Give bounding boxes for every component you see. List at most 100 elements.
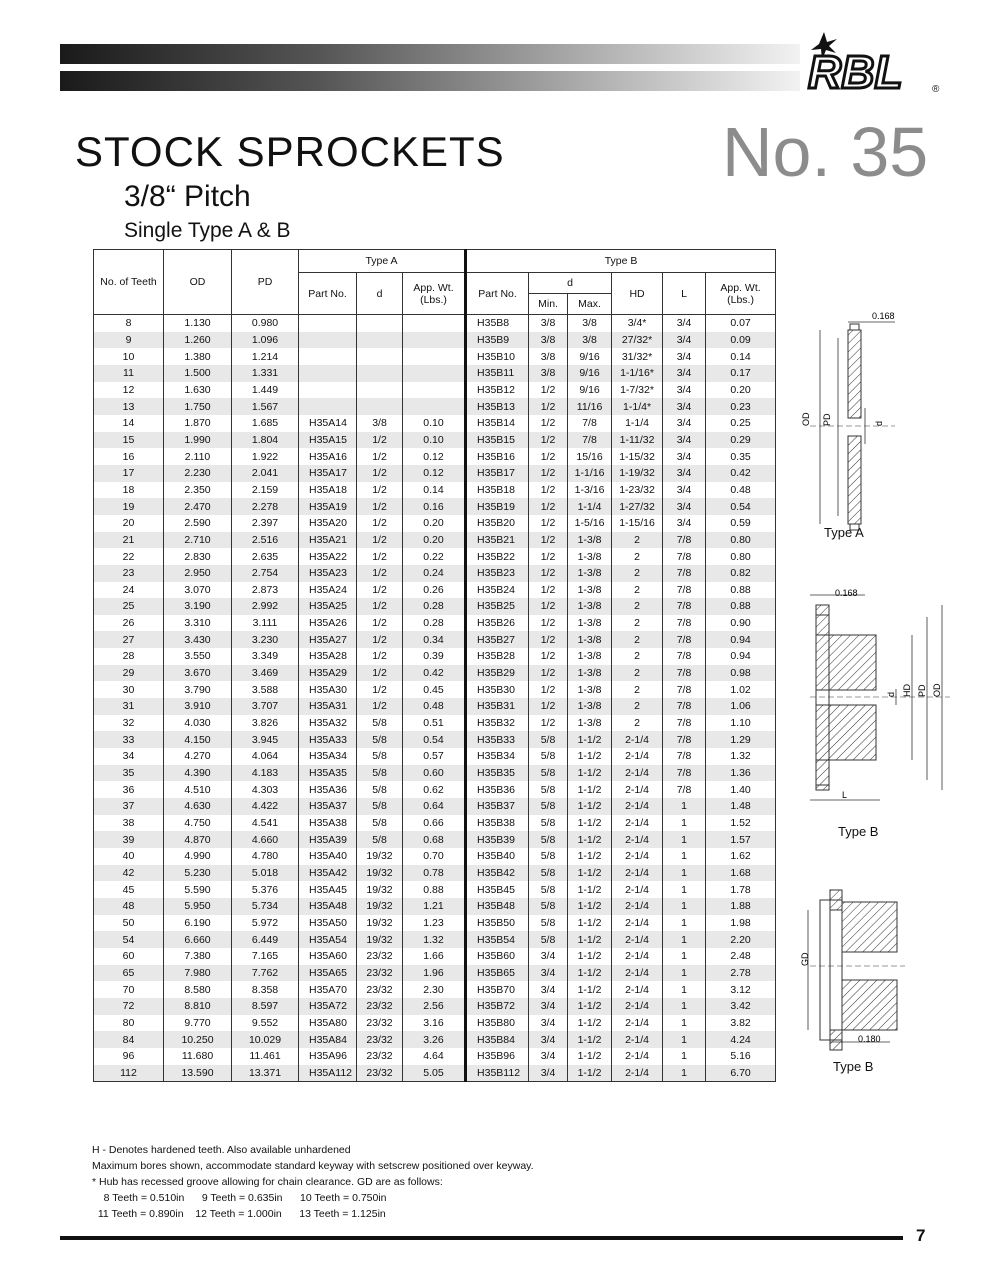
table-cell: 1-1/2 (567, 964, 613, 982)
table-cell: H35B40 (464, 848, 530, 865)
table-cell: 70 (93, 981, 164, 998)
svg-text:d: d (886, 692, 896, 697)
table-cell: 3/4 (662, 414, 707, 432)
table-cell: H35B65 (464, 964, 530, 982)
table-cell: 5/8 (528, 781, 569, 799)
table-cell: H35A34 (298, 748, 357, 765)
table-cell: 33 (93, 731, 164, 749)
table-cell: 7/8 (662, 614, 707, 632)
col-b-d: d (528, 272, 613, 294)
table-cell: 1-1/4 (611, 414, 664, 432)
table-cell: H35A42 (298, 864, 357, 882)
table-cell: 7/8 (662, 698, 707, 715)
table-cell: 10 (93, 348, 164, 365)
table-cell: 1/2 (356, 681, 403, 699)
table-cell: 4.64 (401, 1047, 467, 1065)
table-cell (298, 398, 357, 415)
table-cell: H35B18 (464, 481, 530, 499)
table-cell: 0.88 (705, 581, 777, 599)
table-cell: 1-27/32 (611, 498, 664, 515)
table-cell: 3.550 (163, 648, 232, 665)
table-cell: H35B42 (464, 864, 530, 882)
table-cell: 1-1/2 (567, 1014, 613, 1032)
col-b-min: Min. (528, 293, 569, 315)
type-b-diagram: 0.168 L d HD PD OD (810, 588, 950, 801)
table-cell: 5/8 (528, 731, 569, 749)
table-cell: 23/32 (356, 1047, 403, 1065)
table-cell: 1-15/32 (611, 448, 664, 465)
table-cell: 2-1/4 (611, 997, 664, 1015)
table-cell: 2.873 (231, 581, 299, 599)
svg-text:GD: GD (800, 952, 810, 966)
table-cell: H35B20 (464, 514, 530, 532)
table-cell: 1-1/2 (567, 981, 613, 998)
table-cell: 0.68 (401, 831, 467, 848)
table-cell: 1.21 (401, 897, 467, 915)
table-cell: 1 (662, 848, 707, 865)
table-cell: 1-1/16 (567, 464, 613, 482)
table-cell: 23/32 (356, 964, 403, 982)
table-cell: 8 (93, 314, 164, 332)
table-cell: 5.376 (231, 881, 299, 898)
table-cell: H35B60 (464, 947, 530, 965)
table-cell: 1.66 (401, 947, 467, 965)
table-cell: 0.59 (705, 514, 777, 532)
table-cell: 1.10 (705, 714, 777, 732)
table-cell: 3/8 (528, 364, 569, 382)
table-cell: 1.214 (231, 348, 299, 365)
table-cell: 6.660 (163, 931, 232, 948)
note-max-bores: Maximum bores shown, accommodate standar… (92, 1160, 534, 1172)
table-cell: 39 (93, 831, 164, 848)
table-cell: H35B23 (464, 564, 530, 582)
table-cell: 1.567 (231, 398, 299, 415)
table-cell: 4.24 (705, 1031, 777, 1048)
svg-text:d: d (874, 421, 884, 426)
table-cell: H35B30 (464, 681, 530, 699)
table-cell (298, 331, 357, 349)
table-cell: 54 (93, 931, 164, 948)
table-cell: 1.870 (163, 414, 232, 432)
table-cell: 0.10 (401, 414, 467, 432)
table-cell: 1/2 (528, 598, 569, 615)
table-cell (356, 364, 403, 382)
table-cell: 1.06 (705, 698, 777, 715)
table-cell: H35A80 (298, 1014, 357, 1032)
table-cell: 7/8 (662, 731, 707, 749)
table-cell: 0.14 (401, 481, 467, 499)
table-cell: 0.42 (705, 464, 777, 482)
table-cell: 3/4 (662, 514, 707, 532)
table-cell: 4.750 (163, 814, 232, 832)
table-cell: 2.78 (705, 964, 777, 982)
table-cell: 3.42 (705, 997, 777, 1015)
table-cell: 1.130 (163, 314, 232, 332)
table-cell: 0.80 (705, 548, 777, 565)
table-cell: 0.23 (705, 398, 777, 415)
table-cell: 19/32 (356, 848, 403, 865)
table-cell: H35B26 (464, 614, 530, 632)
table-cell: 3.588 (231, 681, 299, 699)
table-cell: 11 (93, 364, 164, 382)
table-cell: 5/8 (528, 764, 569, 782)
table-cell: 2.20 (705, 931, 777, 948)
table-cell: 16 (93, 448, 164, 465)
table-cell: 1/2 (356, 648, 403, 665)
table-cell: H35B37 (464, 798, 530, 815)
table-cell: 3.070 (163, 581, 232, 599)
table-cell: 1-1/2 (567, 831, 613, 848)
table-cell: 22 (93, 548, 164, 565)
table-cell: 1/2 (356, 464, 403, 482)
table-cell: 2-1/4 (611, 981, 664, 998)
table-cell: 1.52 (705, 814, 777, 832)
table-cell: 4.064 (231, 748, 299, 765)
table-cell (298, 381, 357, 399)
table-cell: 9/16 (567, 364, 613, 382)
page-title: STOCK SPROCKETS (75, 128, 505, 175)
